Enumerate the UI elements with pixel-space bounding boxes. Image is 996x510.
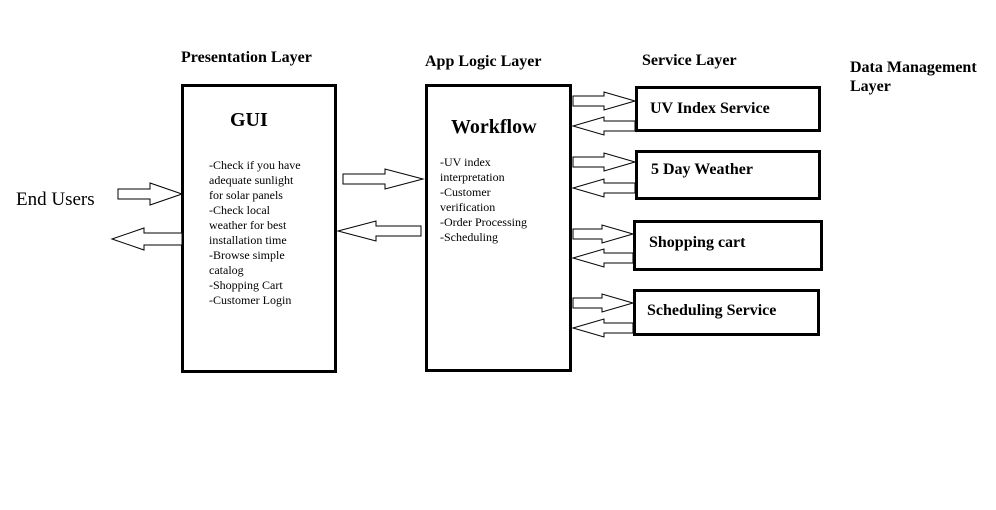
list-item: installation time — [209, 233, 287, 247]
list-item: -Browse simple — [209, 248, 285, 262]
list-item: for solar panels — [209, 188, 283, 202]
workflow-items-list: -UV index interpretation -Customer verif… — [440, 155, 527, 245]
arrow-right-icon — [572, 91, 637, 111]
list-item: -Check local — [209, 203, 270, 217]
list-item: catalog — [209, 263, 244, 277]
presentation-layer-label: Presentation Layer — [181, 49, 312, 66]
gui-title: GUI — [230, 109, 268, 131]
list-item: -Check if you have — [209, 158, 301, 172]
arrow-left-icon — [571, 248, 634, 268]
list-item: verification — [440, 200, 496, 214]
list-item: -Scheduling — [440, 230, 498, 244]
list-item: -Customer — [440, 185, 491, 199]
arrow-right-icon — [117, 182, 184, 206]
gui-items-list: -Check if you have adequate sunlight for… — [209, 158, 301, 308]
scheduling-service-label: Scheduling Service — [647, 302, 777, 319]
list-item: interpretation — [440, 170, 505, 184]
arrow-right-icon — [572, 224, 635, 244]
app-logic-layer-label: App Logic Layer — [425, 53, 542, 70]
data-management-layer-label-line1: Data Management — [850, 59, 977, 76]
list-item: -Customer Login — [209, 293, 292, 307]
shopping-cart-service-box — [633, 220, 823, 271]
scheduling-service-box — [633, 289, 820, 336]
list-item: weather for best — [209, 218, 287, 232]
end-users-label: End Users — [16, 189, 95, 210]
arrow-left-icon — [110, 227, 183, 251]
data-management-layer-label-line2: Layer — [850, 78, 891, 95]
arrow-right-icon — [572, 293, 635, 313]
arrow-left-icon — [571, 178, 636, 198]
arrow-left-icon — [571, 116, 636, 136]
gui-box — [181, 84, 337, 373]
shopping-cart-service-label: Shopping cart — [649, 234, 746, 251]
uv-index-service-box — [635, 86, 821, 132]
workflow-title: Workflow — [451, 116, 537, 138]
workflow-box — [425, 84, 572, 372]
list-item: -UV index — [440, 155, 491, 169]
arrow-left-icon — [571, 318, 634, 338]
list-item: -Shopping Cart — [209, 278, 283, 292]
service-layer-label: Service Layer — [642, 52, 737, 69]
list-item: adequate sunlight — [209, 173, 294, 187]
list-item: -Order Processing — [440, 215, 527, 229]
arrow-right-icon — [342, 168, 425, 190]
arrow-left-icon — [336, 220, 422, 242]
arrow-right-icon — [572, 152, 637, 172]
uv-index-service-label: UV Index Service — [650, 100, 770, 117]
weather-service-label: 5 Day Weather — [651, 161, 753, 178]
weather-service-box — [635, 150, 821, 200]
